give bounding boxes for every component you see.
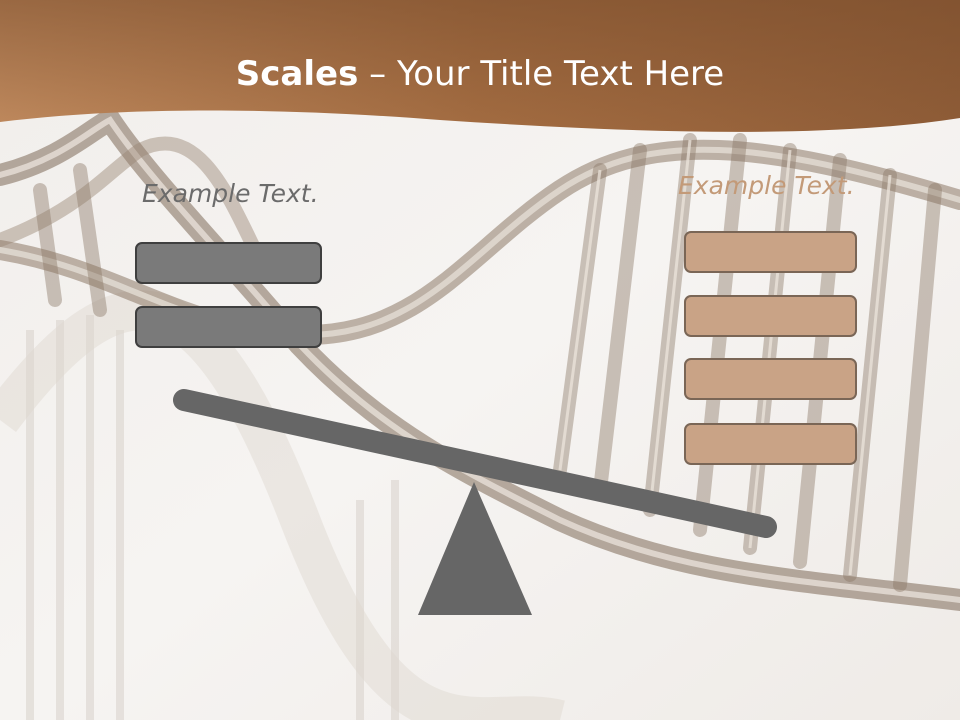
slide-title: Scales – Your Title Text Here bbox=[0, 52, 960, 96]
left-box bbox=[135, 242, 322, 284]
right-box bbox=[684, 423, 857, 465]
right-box bbox=[684, 295, 857, 337]
scale-fulcrum bbox=[418, 482, 532, 615]
left-box bbox=[135, 306, 322, 348]
title-bold: Scales bbox=[235, 54, 359, 94]
scale-beam bbox=[173, 389, 777, 538]
right-example-label: Example Text. bbox=[678, 171, 855, 200]
right-box bbox=[684, 231, 857, 273]
right-box bbox=[684, 358, 857, 400]
title-rest: – Your Title Text Here bbox=[358, 54, 725, 94]
left-example-label: Example Text. bbox=[142, 179, 319, 208]
